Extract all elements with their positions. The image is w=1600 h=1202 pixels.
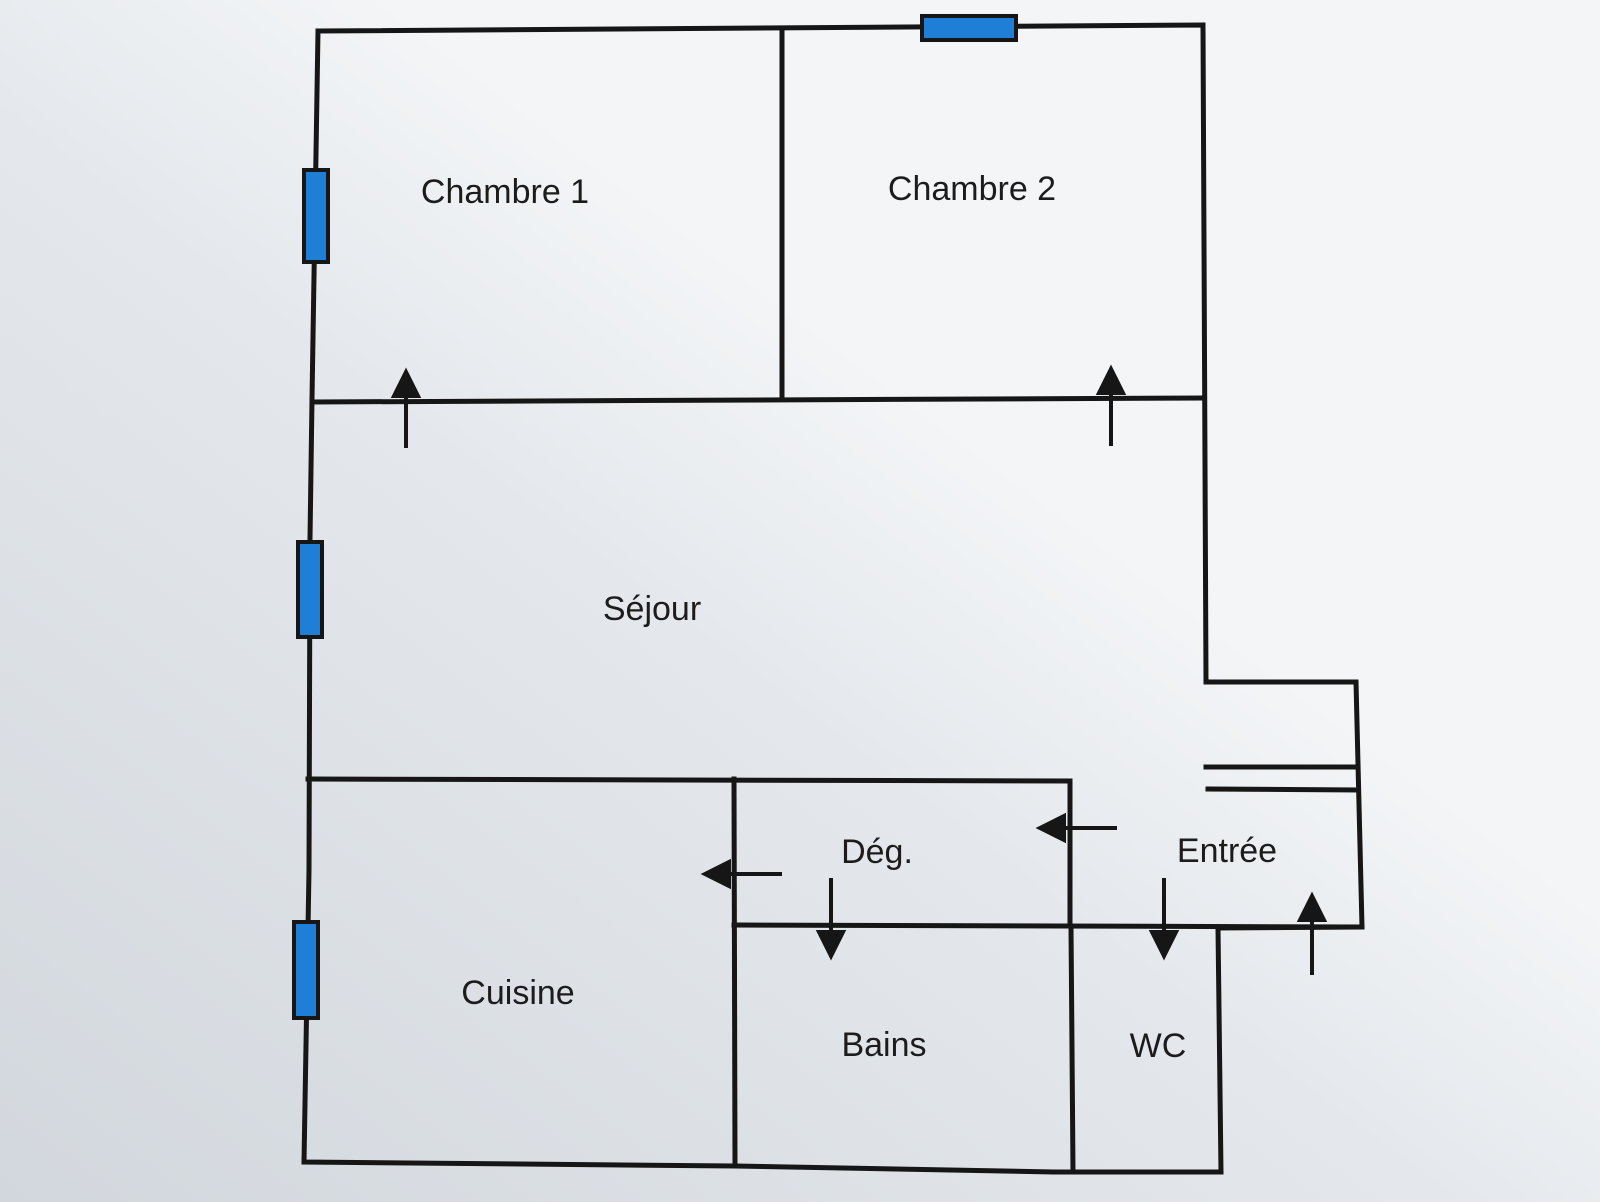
door-arrows — [390, 364, 1328, 975]
wall-sejour-cuisine — [305, 776, 1073, 784]
window-top — [920, 14, 1018, 42]
arrow-up-icon — [1095, 364, 1127, 446]
room-label-chambre-2: Chambre 2 — [888, 170, 1056, 208]
wall-deg-bains — [731, 922, 1365, 930]
room-label-cuisine: Cuisine — [461, 974, 574, 1012]
arrow-up-icon — [390, 367, 422, 448]
arrow-left-icon — [700, 858, 782, 890]
arrow-up-icon — [1296, 891, 1328, 975]
room-label-deg: Dég. — [841, 833, 913, 871]
wall-cuisine-deg — [731, 776, 738, 1169]
arrow-left-icon — [1035, 812, 1117, 844]
window-sejour — [296, 540, 324, 639]
room-label-sejour: Séjour — [603, 590, 701, 628]
wall-chambres-sejour — [309, 395, 1206, 405]
window-cuisine — [292, 920, 320, 1020]
windows — [292, 14, 1018, 1020]
room-label-bains: Bains — [841, 1026, 926, 1064]
window-chambre-1 — [302, 168, 330, 264]
arrow-down-icon — [815, 878, 847, 961]
room-label-entree: Entrée — [1177, 832, 1277, 870]
room-label-chambre-1: Chambre 1 — [421, 173, 589, 211]
arrow-down-icon — [1148, 878, 1180, 961]
room-label-wc: WC — [1130, 1027, 1187, 1065]
room-labels: Chambre 1 Chambre 2 Séjour Cuisine Dég. … — [421, 170, 1277, 1065]
wall-closet-bottom — [1205, 786, 1360, 793]
wall-bains-wc — [1068, 923, 1076, 1175]
